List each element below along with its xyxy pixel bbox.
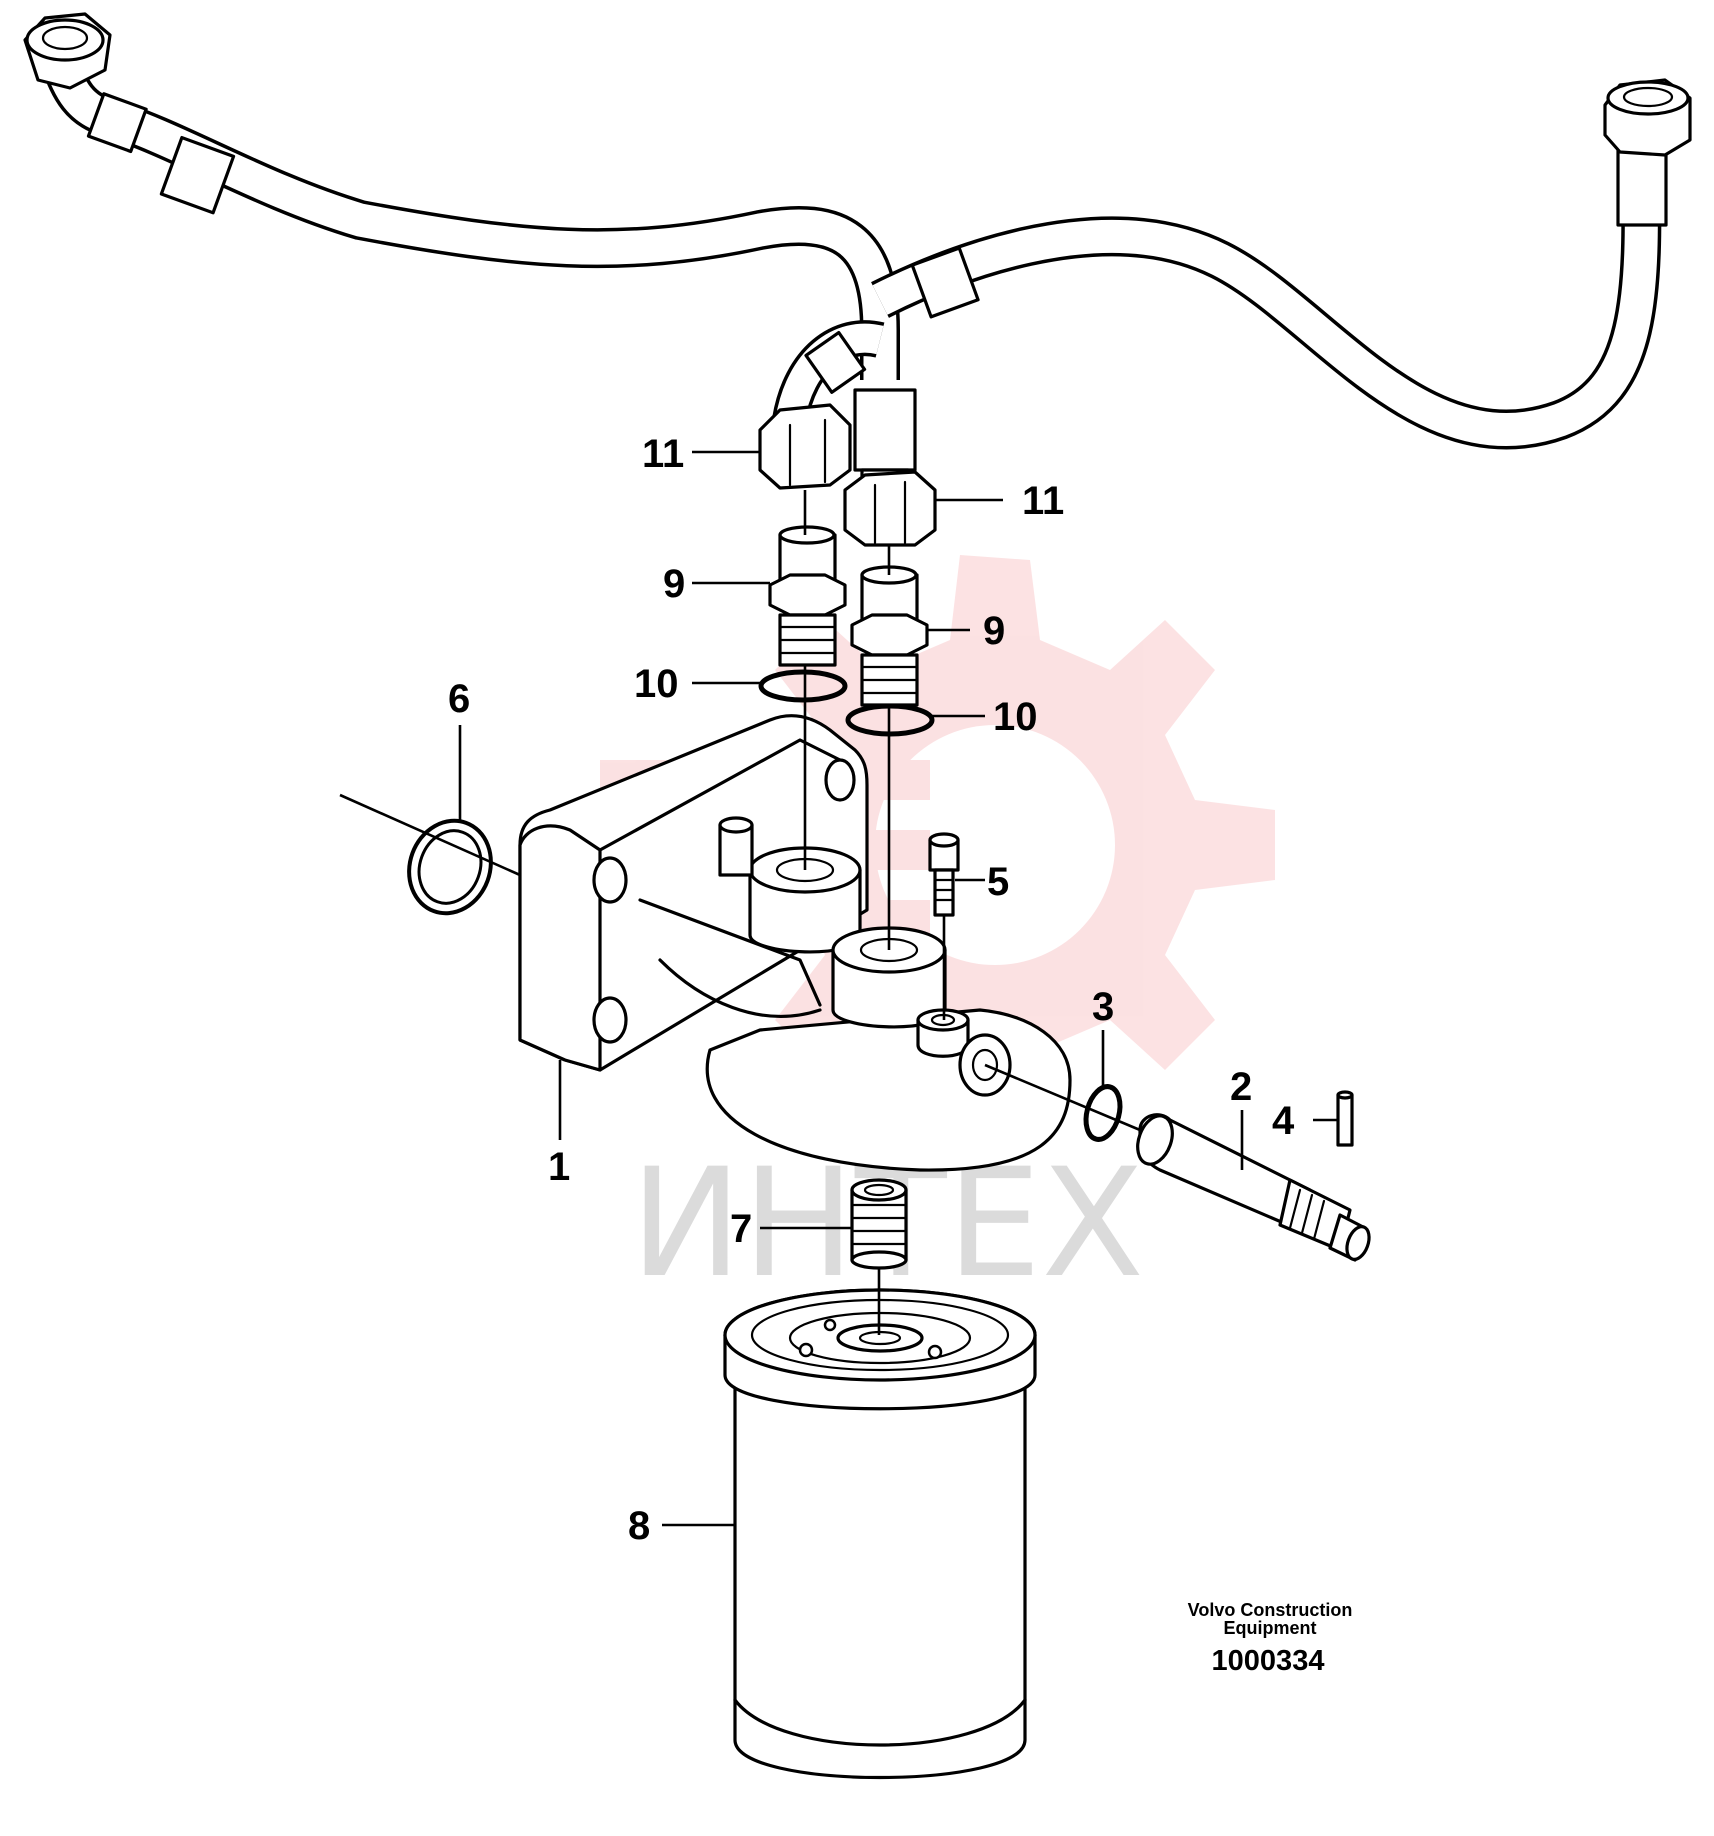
nipple-9-left bbox=[768, 525, 847, 667]
callout-10-right: 10 bbox=[993, 695, 1038, 739]
pipe-nut-top-left bbox=[23, 12, 112, 90]
seal-ring-6 bbox=[407, 818, 493, 916]
callout-4: 4 bbox=[1272, 1099, 1295, 1143]
nipple-9-right bbox=[850, 565, 929, 707]
nipple-7 bbox=[850, 1178, 908, 1270]
callout-5: 5 bbox=[987, 860, 1009, 904]
pipe-nut-top-right bbox=[1603, 78, 1692, 227]
screw-5 bbox=[928, 832, 960, 917]
filter-cartridge-8 bbox=[723, 1288, 1037, 1780]
assembly-axes bbox=[339, 490, 1141, 1335]
callouts: 11 11 9 9 10 10 6 5 3 2 4 1 7 8 bbox=[448, 432, 1295, 1548]
pin-4 bbox=[1336, 1090, 1354, 1147]
callout-3: 3 bbox=[1092, 985, 1114, 1029]
drawing-number: 1000334 bbox=[1212, 1645, 1325, 1677]
callout-11-left: 11 bbox=[642, 432, 684, 476]
o-ring-10-left bbox=[758, 669, 848, 703]
o-ring-3 bbox=[1083, 1084, 1123, 1142]
credit-line-2: Equipment bbox=[1224, 1618, 1317, 1638]
callout-8: 8 bbox=[628, 1504, 650, 1548]
sensor-2 bbox=[1136, 1113, 1371, 1262]
credit-block: Volvo Construction Equipment 1000334 bbox=[1188, 1600, 1353, 1677]
callout-9-right: 9 bbox=[983, 609, 1005, 653]
leader-lines bbox=[458, 450, 1338, 1527]
credit-line-1: Volvo Construction bbox=[1188, 1600, 1353, 1620]
callout-2: 2 bbox=[1230, 1065, 1252, 1109]
nut-11-left bbox=[758, 403, 852, 490]
callout-6: 6 bbox=[448, 677, 470, 721]
callout-7: 7 bbox=[730, 1207, 752, 1251]
pipe-assembly bbox=[23, 12, 1692, 487]
callout-10-left: 10 bbox=[634, 662, 679, 706]
nut-11-right bbox=[843, 470, 937, 547]
callout-1: 1 bbox=[548, 1145, 570, 1189]
callout-11-right: 11 bbox=[1022, 479, 1064, 523]
callout-9-left: 9 bbox=[663, 562, 685, 606]
